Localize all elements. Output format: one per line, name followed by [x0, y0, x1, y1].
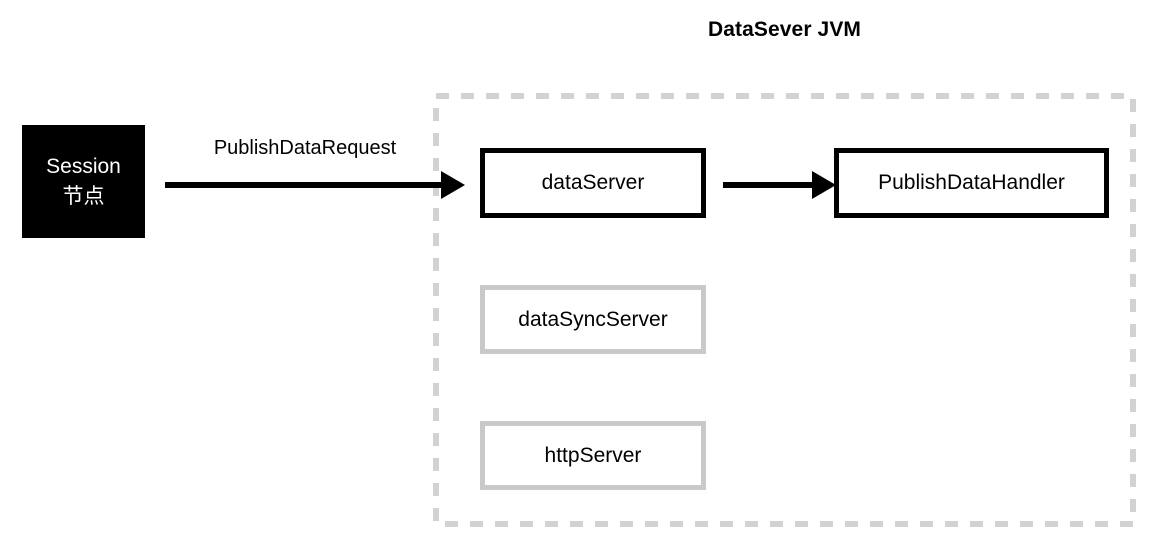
component-label-dataserver: dataServer	[541, 171, 645, 194]
session-node-label-cn: 节点	[62, 184, 105, 208]
session-node-label-en: Session	[46, 154, 121, 178]
component-box-datasyncserver: dataSyncServer	[480, 285, 706, 354]
component-box-httpserver: httpServer	[480, 421, 706, 490]
session-node: Session 节点	[22, 125, 145, 238]
jvm-container-title: DataSever JVM	[707, 18, 862, 41]
component-box-dataserver: dataServer	[480, 148, 706, 218]
component-label-publishdatahandler: PublishDataHandler	[878, 171, 1065, 194]
component-box-publishdatahandler: PublishDataHandler	[834, 148, 1109, 218]
arrow-session-to-dataserver-icon	[165, 171, 465, 199]
jvm-container-boundary	[433, 93, 1136, 527]
arrow-dataserver-to-publishdatahandler-icon	[723, 171, 836, 199]
component-label-datasyncserver: dataSyncServer	[518, 307, 668, 331]
component-label-httpserver: httpServer	[544, 443, 642, 467]
edge-label-publish-data-request: PublishDataRequest	[213, 137, 397, 159]
jvm-dashed-border-icon	[433, 93, 1136, 527]
